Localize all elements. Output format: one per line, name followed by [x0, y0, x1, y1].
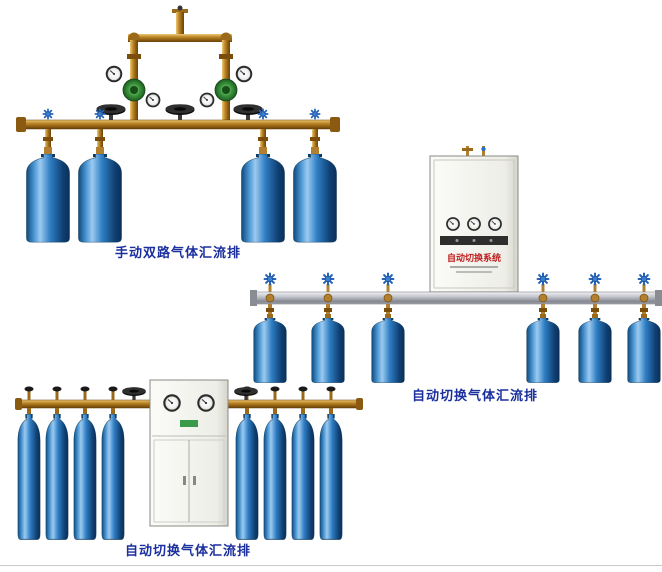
valve-handwheel	[233, 104, 263, 120]
page-bottom-divider	[0, 565, 662, 566]
gas-cylinder	[371, 318, 405, 383]
pressure-gauge	[466, 216, 482, 232]
pressure-regulator-right	[214, 78, 238, 102]
gas-cylinder	[311, 318, 345, 383]
valve-knob-blue	[263, 272, 277, 286]
control-cabinet: 自动切换系统	[429, 155, 519, 293]
gas-cylinder	[101, 414, 125, 540]
gas-cylinder	[45, 414, 69, 540]
valve-handwheel	[122, 387, 146, 400]
pressure-gauge	[445, 216, 461, 232]
valve-knob-blue	[588, 272, 602, 286]
manifold-rail	[250, 290, 662, 306]
gas-cylinder	[526, 318, 560, 383]
inlet-pipe	[172, 5, 188, 38]
valve-knob-blue	[637, 272, 651, 286]
gas-cylinder	[291, 414, 315, 540]
figure-manual-dual-manifold	[8, 4, 348, 248]
manual-manifold-illustration	[16, 5, 340, 243]
valve-knob-blue	[42, 108, 54, 120]
figure-caption: 手动双路气体汇流排	[114, 245, 241, 260]
valve-handwheel	[165, 104, 195, 120]
pressure-regulator-left	[122, 78, 146, 102]
valve-knob-blue	[309, 108, 321, 120]
valve-handwheel	[234, 387, 258, 400]
pressure-gauge	[105, 65, 123, 83]
gas-cylinder	[253, 318, 287, 383]
figure-caption: 自动切换气体汇流排	[124, 543, 251, 558]
gas-cylinder	[627, 318, 661, 383]
gas-cylinder	[78, 154, 122, 243]
pressure-gauge	[487, 216, 503, 232]
control-cabinet	[149, 379, 229, 527]
auto-switch-rail-illustration: 自动切换系统	[250, 146, 662, 383]
pressure-gauge	[145, 92, 161, 108]
manifold-pipes	[15, 398, 363, 410]
figure-caption: 自动切换气体汇流排	[411, 388, 538, 403]
valve-knob-blue	[257, 108, 269, 120]
pressure-gauge	[162, 393, 182, 413]
gas-cylinder	[26, 154, 70, 243]
door-handle	[193, 476, 196, 485]
gas-cylinder	[73, 414, 97, 540]
gas-cylinder	[319, 414, 343, 540]
door-handle	[183, 476, 186, 485]
rail-cylinder-connectors	[266, 304, 648, 320]
figure-auto-switch-cabinet	[12, 376, 364, 548]
valve-knob-blue	[381, 272, 395, 286]
gas-cylinder	[263, 414, 287, 540]
pressure-gauge	[196, 393, 216, 413]
cabinet-label: 自动切换系统	[447, 252, 501, 263]
auto-switch-cabinet-illustration	[15, 379, 363, 540]
gas-cylinder	[17, 414, 41, 540]
cabinet-badge	[180, 420, 198, 427]
gas-cylinder	[578, 318, 612, 383]
valve-knob-blue	[321, 272, 335, 286]
figure-auto-switch-rail: 自动切换系统	[250, 146, 662, 388]
pressure-gauge	[235, 65, 253, 83]
gas-cylinder	[235, 414, 259, 540]
manifold-pipe	[16, 117, 340, 132]
valve-knob-blue	[536, 272, 550, 286]
rail-valve-wheels	[263, 272, 651, 292]
valve-knob-blue	[94, 108, 106, 120]
cylinder-drop-assemblies	[42, 108, 321, 155]
pressure-gauge	[199, 92, 215, 108]
cabinet-top-pipes	[462, 146, 486, 158]
